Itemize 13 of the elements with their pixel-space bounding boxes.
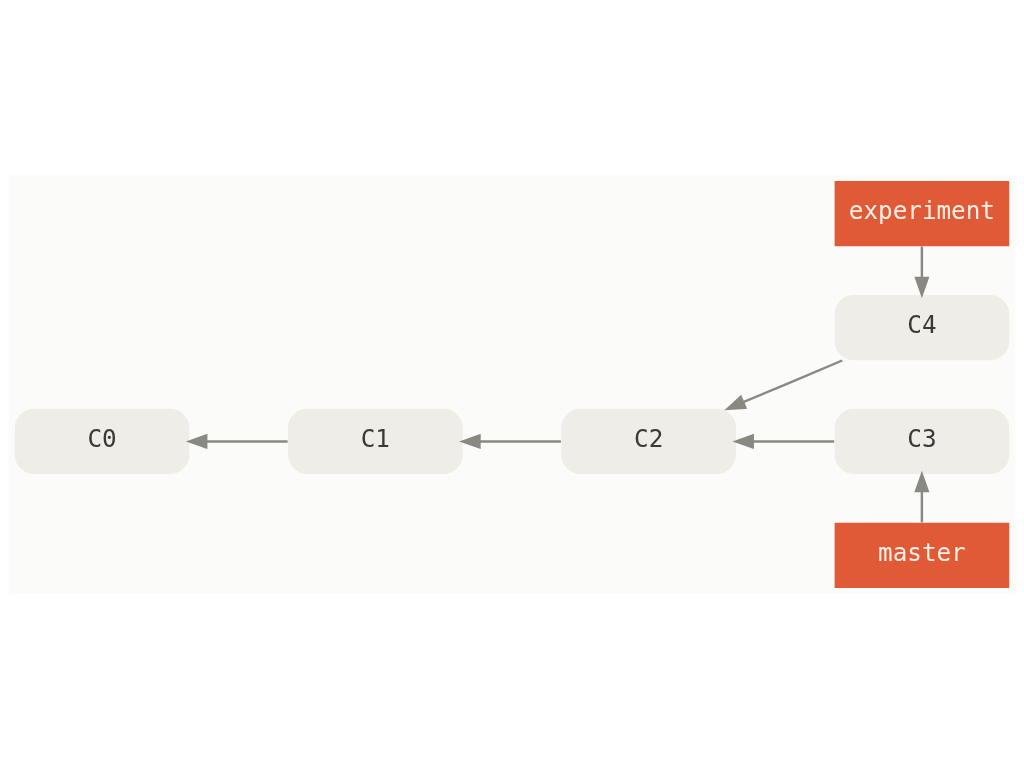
node-box: experiment	[834, 180, 1010, 246]
arrow	[459, 433, 561, 449]
arrow	[914, 470, 930, 522]
node-box: C4	[834, 294, 1010, 360]
arrow	[732, 433, 835, 449]
arrow	[724, 358, 843, 410]
arrow	[914, 246, 930, 298]
arrow	[185, 433, 288, 449]
node-box: master	[834, 522, 1010, 588]
node-box: C0	[14, 408, 190, 474]
node-box: C1	[288, 408, 463, 474]
node-box: C2	[561, 408, 736, 474]
node-box: C3	[834, 408, 1010, 474]
